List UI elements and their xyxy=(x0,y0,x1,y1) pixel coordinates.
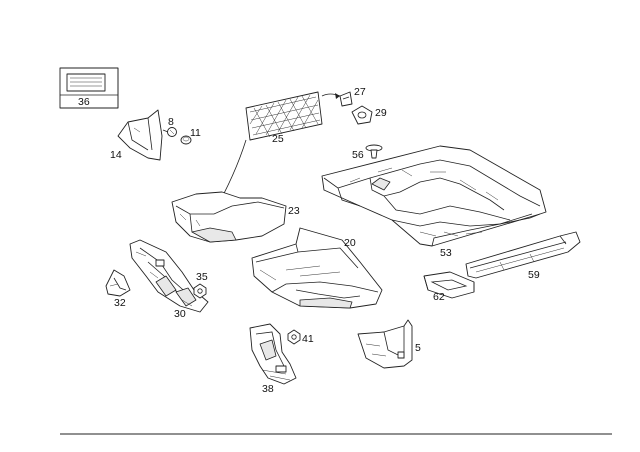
callout-62: 62 xyxy=(433,291,445,303)
part-27-clip[interactable] xyxy=(339,91,353,107)
part-30-bracket[interactable] xyxy=(129,239,209,313)
callout-29: 29 xyxy=(375,107,387,119)
callout-53: 53 xyxy=(440,247,452,259)
callout-36: 36 xyxy=(78,96,90,108)
part-38-bracket[interactable] xyxy=(249,323,297,385)
part-32-trim-piece[interactable] xyxy=(105,269,131,297)
callout-23: 23 xyxy=(288,205,300,217)
callout-30: 30 xyxy=(174,308,186,320)
part-23-footwell-trim[interactable] xyxy=(171,191,287,243)
callout-20: 20 xyxy=(344,237,356,249)
callout-14: 14 xyxy=(110,149,122,161)
part-41-nut[interactable] xyxy=(287,329,301,345)
part-14-side-trim[interactable] xyxy=(117,109,163,161)
callout-35: 35 xyxy=(196,271,208,283)
part-11-clip[interactable] xyxy=(180,135,192,145)
callout-8: 8 xyxy=(168,116,174,128)
callout-25: 25 xyxy=(272,133,284,145)
part-35-nut[interactable] xyxy=(193,283,207,299)
part-59-sill-strip[interactable] xyxy=(465,231,581,279)
part-25-net-pocket[interactable] xyxy=(245,91,323,141)
part-5-side-panel[interactable] xyxy=(357,319,413,369)
callout-38: 38 xyxy=(262,383,274,395)
callout-5: 5 xyxy=(415,342,421,354)
part-20-floor-mat[interactable] xyxy=(251,227,383,309)
part-36-label-card[interactable] xyxy=(59,67,119,109)
callout-11: 11 xyxy=(190,127,201,139)
callout-41: 41 xyxy=(302,333,314,345)
callout-56: 56 xyxy=(352,149,364,161)
part-8-screw[interactable] xyxy=(162,127,177,137)
part-29-grommet[interactable] xyxy=(351,105,373,125)
callout-59: 59 xyxy=(528,269,540,281)
part-53-floor-carpet[interactable] xyxy=(321,145,547,247)
part-56-fastener[interactable] xyxy=(365,144,383,159)
callout-27: 27 xyxy=(354,86,366,98)
part-62-latch[interactable] xyxy=(423,271,475,299)
callout-32: 32 xyxy=(114,297,126,309)
